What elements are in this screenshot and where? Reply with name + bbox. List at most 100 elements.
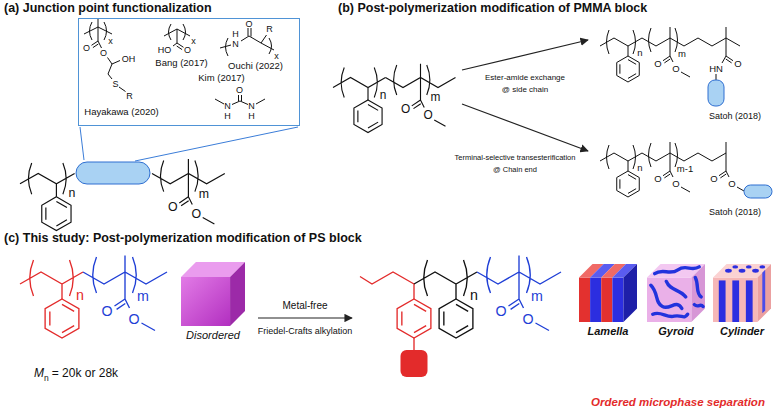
junction-pill: [76, 162, 150, 184]
citation-label: Satoh (2018): [709, 112, 761, 121]
atom-label: O: [401, 104, 410, 116]
reaction-label: Terminal-selective transesterification: [455, 154, 576, 162]
phase-cube: Disordered: [178, 262, 248, 341]
block-copolymer-b: [386, 64, 456, 127]
phase-label: Gyroid: [658, 326, 693, 337]
atom-label: O: [672, 179, 679, 189]
atom-label: O: [710, 174, 717, 184]
panel-title: (a) Junction point functionalization: [4, 2, 212, 15]
phase-cube-art: [752, 269, 759, 273]
atom-label: O: [168, 201, 178, 213]
citation-label: Satoh (2018): [709, 208, 761, 217]
amide-product: [600, 30, 642, 82]
repeat-subscript: n: [380, 90, 387, 102]
atom-label: HN: [709, 64, 723, 74]
molar-mass: M: [34, 366, 44, 380]
ouchi-structure: [220, 28, 274, 56]
cube-figure: [579, 264, 637, 322]
panel-title: (c) This study: Post-polymerization modi…: [4, 232, 362, 245]
phase-cube: Lamella: [576, 264, 640, 337]
repeat-subscript: m: [431, 92, 441, 104]
reaction-label: Friedel-Crafts alkylation: [258, 327, 353, 336]
repeat-subscript: m: [678, 49, 686, 59]
block-copolymer-a: [20, 163, 75, 231]
phase-cube-art: [651, 267, 703, 317]
atom-label: O: [236, 85, 243, 94]
atom-label: O: [128, 311, 139, 325]
inset-box: xOOOHSRHayakawa (2020)xHOOBang (2017)HNO…: [78, 18, 300, 126]
atom-label: x: [274, 51, 279, 60]
phase-cube-art: [746, 280, 753, 322]
citation-label: Bang (2017): [155, 58, 207, 68]
citation-label: Hayakawa (2020): [84, 107, 158, 117]
reaction-label: @ Chain end: [493, 166, 537, 174]
phase-cube-art: [762, 270, 765, 314]
phase-cube-art: [713, 264, 771, 322]
repeat-subscript: n: [637, 48, 642, 58]
phase-cube-art: [590, 278, 601, 322]
phase-cube-art: [725, 269, 732, 273]
leader-line: [80, 127, 298, 161]
repeat-subscript: n: [69, 187, 76, 199]
atom-label: O: [672, 64, 679, 74]
atom-label: x: [108, 36, 113, 45]
atom-label: R: [266, 24, 273, 33]
alkylated-product: [360, 256, 561, 378]
repeat-subscript: m: [531, 289, 543, 303]
atom-label: O: [654, 59, 661, 69]
molar-mass: = 20k or 28k: [52, 366, 118, 380]
phase-caption: Ordered microphase separation: [591, 397, 765, 409]
phase-cube-art: [759, 265, 765, 268]
atom-label: O: [83, 43, 90, 52]
amide-product: [698, 27, 740, 106]
atom-label: H: [224, 111, 231, 120]
alkylated-product: [414, 260, 477, 338]
hayakawa-structure: [84, 19, 126, 92]
phase-label: Disordered: [186, 330, 240, 341]
atom-label: N: [232, 39, 239, 48]
atom-label: O: [191, 208, 201, 220]
reaction-label: Ester-amide exchange: [485, 74, 565, 82]
atom-label: OH: [122, 54, 136, 63]
ester-product: [698, 142, 772, 198]
reaction-label: @ side chain: [502, 86, 548, 94]
atom-label: S: [112, 79, 118, 88]
atom-label: O: [728, 179, 735, 189]
atom-label: N: [248, 101, 255, 110]
repeat-subscript: n: [76, 287, 84, 301]
molar-mass: n: [44, 373, 49, 383]
phase-cube-art: [579, 264, 637, 322]
ester-product: [600, 145, 642, 197]
phase-cube-art: [739, 269, 746, 273]
ester-product: [642, 142, 698, 192]
phase-cube: Cylinder: [710, 264, 774, 337]
molar-mass-line: Mn= 20k or 28k: [34, 364, 118, 383]
phase-cube-art: [757, 264, 771, 322]
block-copolymer-b: [333, 68, 386, 133]
atom-label: O: [100, 48, 107, 57]
phase-cube-art: [623, 264, 637, 322]
repeat-subscript: m: [137, 289, 149, 303]
phase-cube-art: [612, 278, 623, 322]
citation-label: Ouchi (2022): [228, 61, 283, 71]
phase-label: Cylinder: [720, 326, 764, 337]
atom-label: O: [184, 45, 191, 54]
block-copolymer-a: [20, 159, 225, 230]
atom-label: O: [734, 59, 741, 69]
reaction-label: Metal-free: [282, 301, 327, 311]
atom-label: O: [423, 110, 432, 122]
phase-cube-art: [579, 278, 590, 322]
phase-cube-art: [732, 280, 739, 322]
reaction-arrow: [258, 40, 588, 318]
phase-cube-art: [181, 262, 245, 326]
amide-product: [600, 27, 740, 106]
phase-cube-art: [746, 265, 752, 268]
phase-cube-art: [601, 278, 612, 322]
atom-label: N: [224, 101, 231, 110]
repeat-subscript: m: [199, 188, 209, 200]
block-copolymer-c: [20, 260, 83, 338]
atom-label: H: [232, 29, 239, 38]
phase-cube-art: [181, 277, 230, 326]
